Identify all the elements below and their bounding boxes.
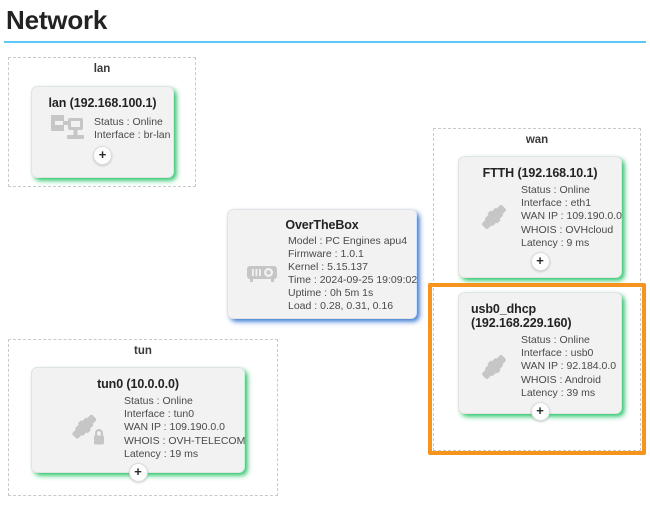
card-lan[interactable]: lan (192.168.100.1) bbox=[31, 86, 174, 178]
card-usb0-dhcp-title: usb0_dhcp (192.168.229.160) bbox=[471, 302, 572, 330]
plug-connected-icon bbox=[467, 350, 521, 384]
group-lan: lan lan (192.168.100.1) bbox=[8, 57, 196, 187]
group-wan: wan FTTH (192.168.10.1) bbox=[433, 128, 641, 451]
card-tun0-props: Status : Online Interface : tun0 WAN IP … bbox=[124, 395, 245, 461]
card-overthebox-title: OverTheBox bbox=[285, 218, 359, 232]
add-button-lan[interactable]: + bbox=[93, 146, 112, 165]
group-tun: tun tun0 (10.0.0.0) bbox=[8, 339, 278, 496]
card-ftth-prop: Latency : 9 ms bbox=[521, 236, 590, 249]
card-tun0-prop: Interface : tun0 bbox=[124, 408, 195, 421]
card-usb0-dhcp[interactable]: usb0_dhcp (192.168.229.160) Statu bbox=[458, 292, 622, 422]
group-wan-label: wan bbox=[525, 134, 549, 146]
group-tun-label: tun bbox=[134, 345, 152, 357]
card-lan-body: Status : Online Interface : br-lan bbox=[32, 110, 173, 144]
card-overthebox-prop: Firmware : 1.0.1 bbox=[288, 248, 364, 260]
card-usb0-dhcp-prop: WHOIS : Android bbox=[521, 373, 601, 386]
card-tun0-title: tun0 (10.0.0.0) bbox=[97, 377, 179, 391]
card-lan-actions: + bbox=[32, 146, 173, 165]
network-wired-icon bbox=[40, 114, 94, 144]
card-usb0-dhcp-prop: Latency : 39 ms bbox=[521, 386, 596, 399]
card-tun0-actions: + bbox=[32, 463, 244, 483]
card-ftth-props: Status : Online Interface : eth1 WAN IP … bbox=[521, 184, 622, 250]
page-title: Network bbox=[6, 5, 108, 35]
card-ftth-title: FTTH (192.168.10.1) bbox=[482, 166, 598, 180]
group-lan-label: lan bbox=[93, 63, 111, 75]
card-tun0-body: Status : Online Interface : tun0 WAN IP … bbox=[32, 391, 245, 461]
title-divider bbox=[4, 41, 646, 43]
card-tun0-prop: Status : Online bbox=[124, 395, 193, 407]
projector-icon bbox=[236, 262, 288, 286]
add-button-usb0-dhcp[interactable]: + bbox=[530, 402, 550, 422]
card-overthebox-prop: Time : 2024-09-25 19:09:02 bbox=[288, 274, 418, 286]
card-lan-title: lan (192.168.100.1) bbox=[48, 96, 157, 110]
card-lan-prop: Status : Online bbox=[94, 115, 163, 128]
card-overthebox-prop: Model : PC Engines apu4 bbox=[288, 235, 408, 247]
plug-connected-lock-icon bbox=[54, 409, 124, 447]
card-ftth-body: Status : Online Interface : eth1 WAN IP … bbox=[459, 180, 622, 250]
card-ftth[interactable]: FTTH (192.168.10.1) Status : Onli bbox=[458, 156, 622, 278]
card-ftth-actions: + bbox=[459, 252, 621, 272]
card-usb0-dhcp-prop: Interface : usb0 bbox=[521, 347, 594, 360]
card-usb0-dhcp-body: Status : Online Interface : usb0 WAN IP … bbox=[459, 330, 621, 400]
add-button-tun0[interactable]: + bbox=[128, 463, 148, 483]
card-tun0[interactable]: tun0 (10.0.0.0) bbox=[31, 367, 245, 483]
card-lan-props: Status : Online Interface : br-lan bbox=[94, 116, 170, 142]
card-overthebox-props: Model : PC Engines apu4 Firmware : 1.0.1… bbox=[288, 235, 417, 313]
card-ftth-prop: Status : Online bbox=[521, 184, 590, 196]
card-ftth-prop: WHOIS : OVHcloud bbox=[521, 223, 614, 236]
card-lan-prop: Interface : br-lan bbox=[94, 129, 171, 141]
card-tun0-prop: Latency : 19 ms bbox=[124, 447, 199, 460]
card-usb0-dhcp-actions: + bbox=[459, 402, 621, 422]
card-usb0-dhcp-prop: WAN IP : 92.184.0.0 bbox=[521, 360, 617, 373]
card-usb0-dhcp-prop: Status : Online bbox=[521, 334, 590, 346]
card-overthebox-prop: Kernel : 5.15.137 bbox=[288, 261, 368, 273]
card-overthebox-prop: Load : 0.28, 0.31, 0.16 bbox=[288, 300, 394, 312]
card-ftth-prop: WAN IP : 109.190.0.0 bbox=[521, 210, 622, 223]
card-overthebox-prop: Uptime : 0h 5m 1s bbox=[288, 287, 374, 299]
card-overthebox[interactable]: OverTheBox Model : PC Engines apu4 Firmw… bbox=[227, 209, 417, 319]
plug-connected-icon bbox=[467, 200, 521, 234]
card-tun0-prop: WHOIS : OVH-TELECOM bbox=[124, 434, 246, 447]
card-ftth-prop: Interface : eth1 bbox=[521, 197, 592, 210]
card-usb0-dhcp-props: Status : Online Interface : usb0 WAN IP … bbox=[521, 334, 616, 400]
card-tun0-prop: WAN IP : 109.190.0.0 bbox=[124, 421, 225, 434]
card-overthebox-body: Model : PC Engines apu4 Firmware : 1.0.1… bbox=[228, 232, 417, 313]
add-button-ftth[interactable]: + bbox=[530, 252, 550, 272]
